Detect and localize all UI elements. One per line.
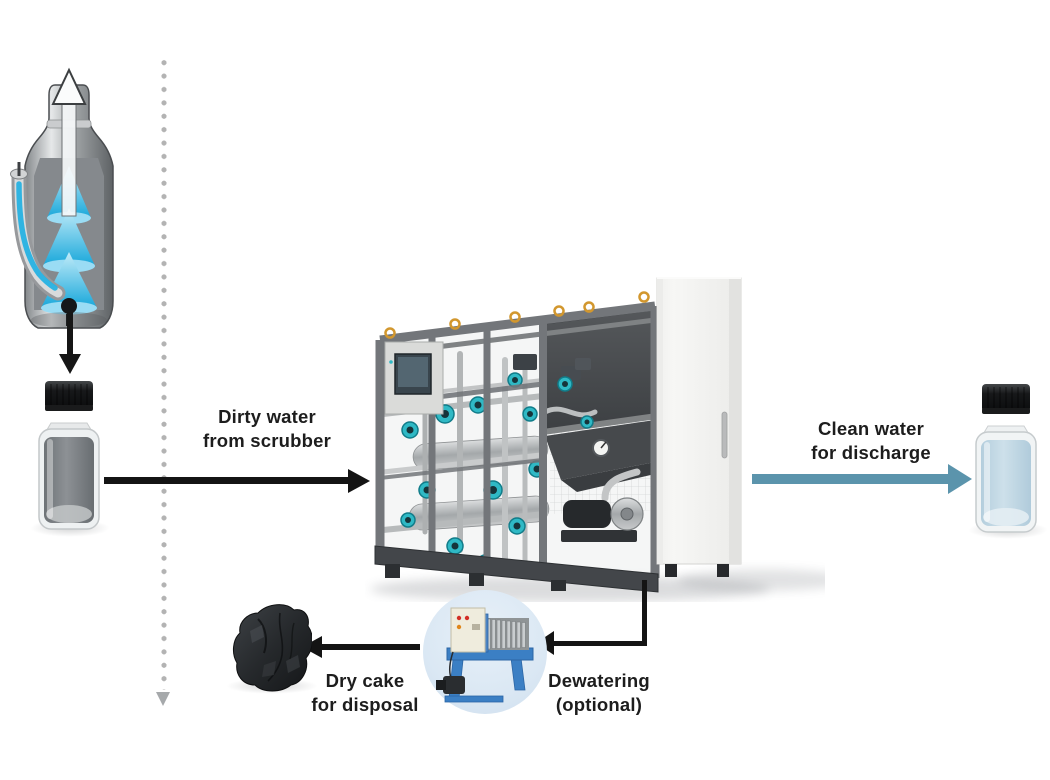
clean-water-arrow-icon	[752, 464, 972, 494]
label-line: from scrubber	[202, 430, 332, 451]
inlet-tube-icon	[10, 162, 66, 301]
separator-arrowhead-icon	[156, 692, 170, 706]
centrifugal-pump	[561, 497, 644, 542]
dirty-water-bottle	[38, 381, 100, 530]
label-line: for discharge	[811, 442, 931, 463]
filter-press-illustration	[436, 607, 534, 703]
scrubber-to-bottle-arrow-icon	[59, 312, 81, 374]
dewatering-to-drycake-arrow-icon	[302, 636, 420, 658]
clean-water-bottle	[975, 384, 1037, 533]
drain-outlet-icon	[61, 298, 77, 314]
dewatering-label: Dewatering (optional)	[548, 669, 650, 717]
lifting-eyes	[384, 291, 650, 339]
electrical-cabinet	[656, 277, 742, 577]
dry-cake-label: Dry cake for disposal	[311, 669, 418, 717]
phase-separator-dotted-line	[161, 56, 167, 690]
cabinet-handle	[721, 411, 728, 459]
label-line: Dry cake	[325, 670, 405, 691]
label-line: Dewatering	[548, 670, 650, 691]
machine-to-dewatering-arrow-icon	[536, 580, 647, 655]
clean-water-label: Clean water for discharge	[811, 417, 931, 465]
dirty-water-label: Dirty water from scrubber	[203, 405, 331, 453]
label-line: (optional)	[555, 694, 643, 715]
dirty-water-arrow-icon	[104, 469, 370, 493]
label-line: Clean water	[817, 418, 925, 439]
bottle-cap	[45, 381, 93, 409]
scrubber-illustration	[10, 67, 114, 329]
bottle-cap	[982, 384, 1030, 412]
label-line: Dirty water	[218, 406, 316, 427]
dry-cake-illustration	[232, 604, 312, 692]
control-panel	[384, 341, 444, 415]
exhaust-up-arrow-icon	[51, 67, 87, 105]
water-treatment-unit-illustration	[370, 277, 825, 602]
label-line: for disposal	[311, 694, 419, 715]
